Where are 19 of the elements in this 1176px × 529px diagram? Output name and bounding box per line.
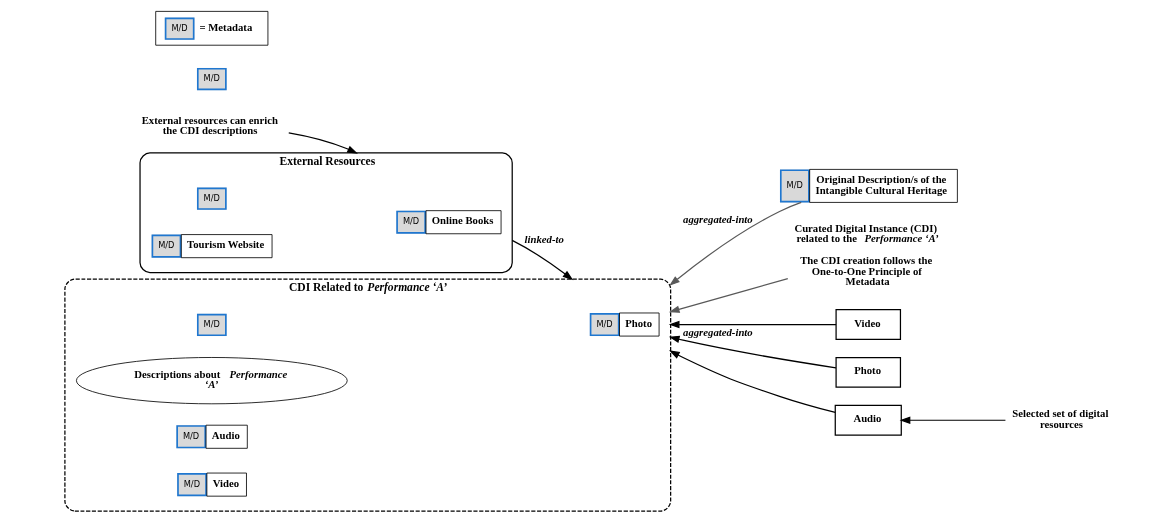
arrow: [899, 416, 1006, 424]
arrow: [511, 239, 573, 281]
node-box: Video: [834, 309, 901, 340]
arrow: [668, 277, 788, 313]
node-text: Selected set of digital resources: [1011, 407, 1108, 430]
arrow: [668, 320, 837, 329]
arrow: [668, 335, 837, 369]
node-box: M/D = Metadata: [154, 10, 268, 46]
edge-label: aggregated-into: [682, 326, 753, 339]
arrow: [668, 350, 836, 414]
node-text: External resources can enrich the CDI descriptions: [141, 113, 278, 137]
arrow: [668, 201, 802, 286]
node-ellipse: Descriptions about Performance ‘A’: [75, 357, 348, 405]
node-text: Curated Digital Instance (CDI) related to the Performance ‘A’ The CDI creation follows the One-to-One Principle of Metadata: [793, 221, 938, 288]
edge-label: linked-to: [524, 233, 564, 246]
node-box: Photo: [834, 356, 901, 388]
edge-label: aggregated-into: [682, 213, 753, 226]
node-box: Audio: [834, 404, 902, 436]
arrow: [287, 132, 358, 154]
